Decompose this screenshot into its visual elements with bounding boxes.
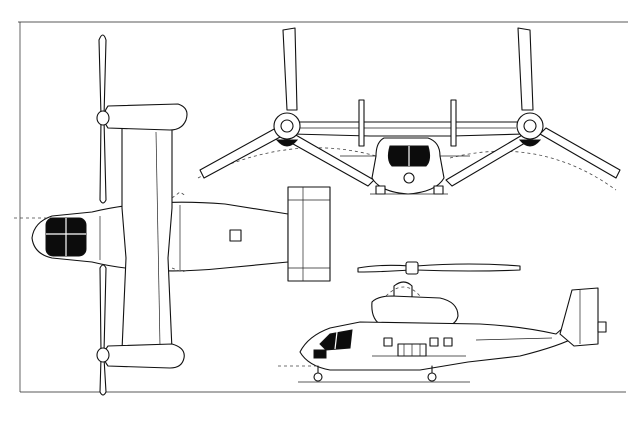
front-blade-right-lower — [539, 127, 621, 179]
plan-nacelle-lower — [103, 343, 185, 369]
front-blade-right-inner — [445, 133, 531, 187]
front-blade-right-upper — [517, 27, 534, 111]
front-windshield — [387, 145, 431, 167]
sheet-border — [18, 21, 628, 393]
side-sponson — [397, 343, 427, 357]
front-nacelle-left — [273, 112, 301, 147]
plan-cockpit-windows — [45, 217, 87, 257]
front-blade-left-upper — [282, 27, 298, 111]
front-wing — [291, 121, 525, 137]
plan-horizontal-tail — [287, 186, 331, 282]
plan-rotor-upper — [96, 34, 110, 204]
plan-wing — [121, 127, 173, 351]
front-fin-left — [358, 99, 365, 147]
front-nacelle-right — [516, 112, 544, 147]
side-cabin-windows — [383, 337, 453, 347]
front-sensor — [403, 172, 415, 184]
front-landing-gear — [370, 185, 448, 195]
side-rotor — [357, 261, 521, 275]
plan-nacelle-upper — [103, 103, 188, 131]
front-view — [197, 27, 621, 195]
side-view — [278, 261, 607, 383]
plan-view — [14, 34, 331, 396]
front-blade-left-lower — [199, 127, 283, 179]
plan-rotor-lower — [96, 264, 110, 396]
front-fin-right — [450, 99, 457, 147]
side-landing-gear — [298, 365, 470, 383]
side-vertical-tail — [559, 287, 599, 347]
side-cockpit-windows — [313, 329, 353, 359]
plan-hatch — [229, 229, 242, 242]
